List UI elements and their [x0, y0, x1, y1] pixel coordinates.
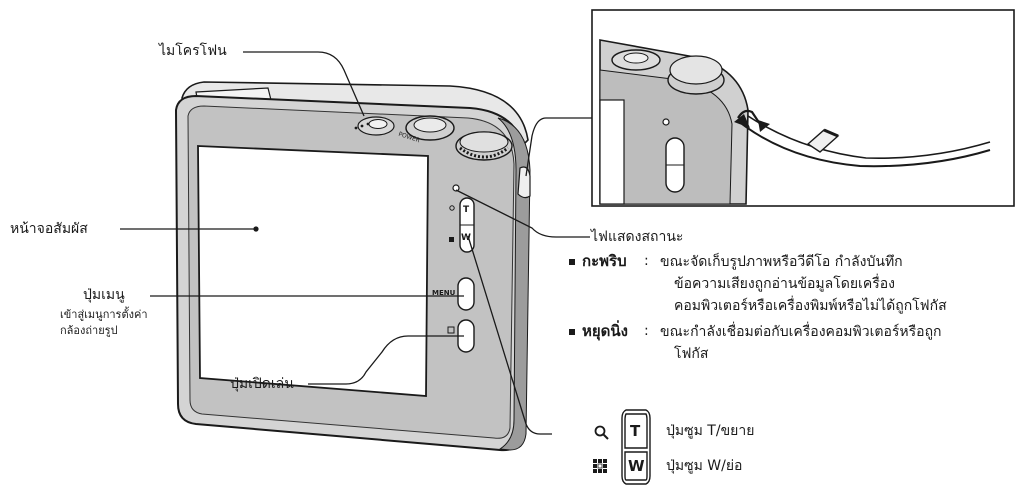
camera-w-letter: W	[461, 233, 471, 243]
status-blink-line2: ข้อความเสียงถูกอ่านข้อมูลโดยเครื่อง	[674, 276, 895, 292]
label-microphone: ไมโครโฟน	[159, 43, 227, 59]
legend-zoom-t-label: ปุ่มซูม T/ขยาย	[666, 423, 755, 439]
legend-w-letter: W	[628, 457, 645, 475]
label-menu-desc-line2: กล้องถ่ายรูป	[60, 324, 118, 337]
status-blink-colon: :	[644, 253, 649, 269]
status-steady-line2: โฟกัส	[674, 346, 709, 362]
strap-eyelet	[517, 166, 531, 199]
thumbnail-grid-icon	[593, 459, 607, 473]
touchscreen	[197, 145, 429, 397]
legend-t-letter: T	[630, 422, 641, 440]
status-blink-term: กะพริบ	[582, 252, 627, 270]
inset-closeup	[591, 9, 1015, 207]
status-blink-line1: ขณะจัดเก็บรูปภาพหรือวีดีโอ กำลังบันทึก	[660, 254, 903, 270]
camera-zoom-rocker	[459, 197, 475, 253]
label-touchscreen: หน้าจอสัมผัส	[10, 221, 88, 237]
magnify-icon	[594, 425, 606, 437]
bullet-blink	[569, 259, 575, 265]
legend-zoom-w-label: ปุ่มซูม W/ย่อ	[666, 458, 743, 474]
label-playback-button: ปุ่มเปิดเล่น	[230, 376, 294, 392]
camera-menu-button	[457, 277, 475, 311]
zoom-legend	[593, 409, 651, 485]
status-led	[452, 184, 460, 192]
bullet-steady	[569, 329, 575, 335]
status-blink-line3: คอมพิวเตอร์หรือเครื่องพิมพ์หรือไม่ได้ถูก…	[674, 298, 947, 314]
status-steady-term: หยุดนิ่ง	[582, 322, 628, 340]
label-menu-desc-line1: เข้าสู่เมนูการตั้งค่า	[60, 308, 148, 321]
camera-t-letter: T	[463, 205, 470, 215]
status-steady-colon: :	[644, 323, 649, 339]
leader-lines	[120, 51, 592, 435]
camera-menu-text: MENU	[432, 289, 456, 297]
label-status-light: ไฟแสดงสถานะ	[591, 229, 684, 245]
status-steady-line1: ขณะกำลังเชื่อมต่อกับเครื่องคอมพิวเตอร์หร…	[660, 324, 942, 340]
top-controls	[354, 115, 513, 161]
label-menu-button: ปุ่มเมนู	[83, 287, 125, 303]
